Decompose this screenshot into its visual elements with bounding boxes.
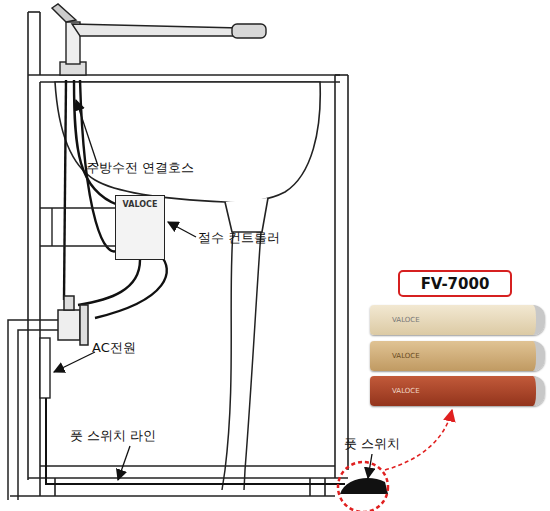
line-label: 풋 스위치 라인 (70, 428, 156, 444)
controller-label: 절수 컨트롤러 (198, 230, 280, 246)
node-text: VALOCE (123, 200, 158, 209)
leader-arrows (54, 100, 372, 480)
node-text: FV-7000 (421, 275, 490, 293)
sink-basin (55, 82, 320, 232)
switch-plate: VALOCE (370, 341, 545, 371)
switch-plate: VALOCE (370, 305, 545, 335)
switch-label: 풋 스위치 (344, 436, 400, 452)
highlight-circle (338, 462, 388, 511)
foot-switch-line (46, 398, 345, 484)
faucet (52, 4, 266, 75)
controller-bracket (40, 208, 115, 246)
hose-label: 주방수전 연결호스 (86, 160, 194, 176)
ac-outlet (40, 338, 50, 398)
foot-switch (340, 478, 388, 494)
cabinet (10, 12, 348, 496)
node-text: VALOCE (392, 352, 420, 360)
controller-box: VALOCE (115, 195, 165, 260)
model-label-box: FV-7000 (398, 270, 512, 297)
power-label: AC전원 (92, 340, 136, 356)
node-text: VALOCE (392, 316, 420, 324)
drain-hose (222, 232, 261, 490)
faucet-hoses (64, 80, 167, 318)
node-text: VALOCE (392, 387, 420, 395)
supply-pipe (8, 296, 88, 500)
switch-plate: VALOCE (370, 376, 545, 406)
